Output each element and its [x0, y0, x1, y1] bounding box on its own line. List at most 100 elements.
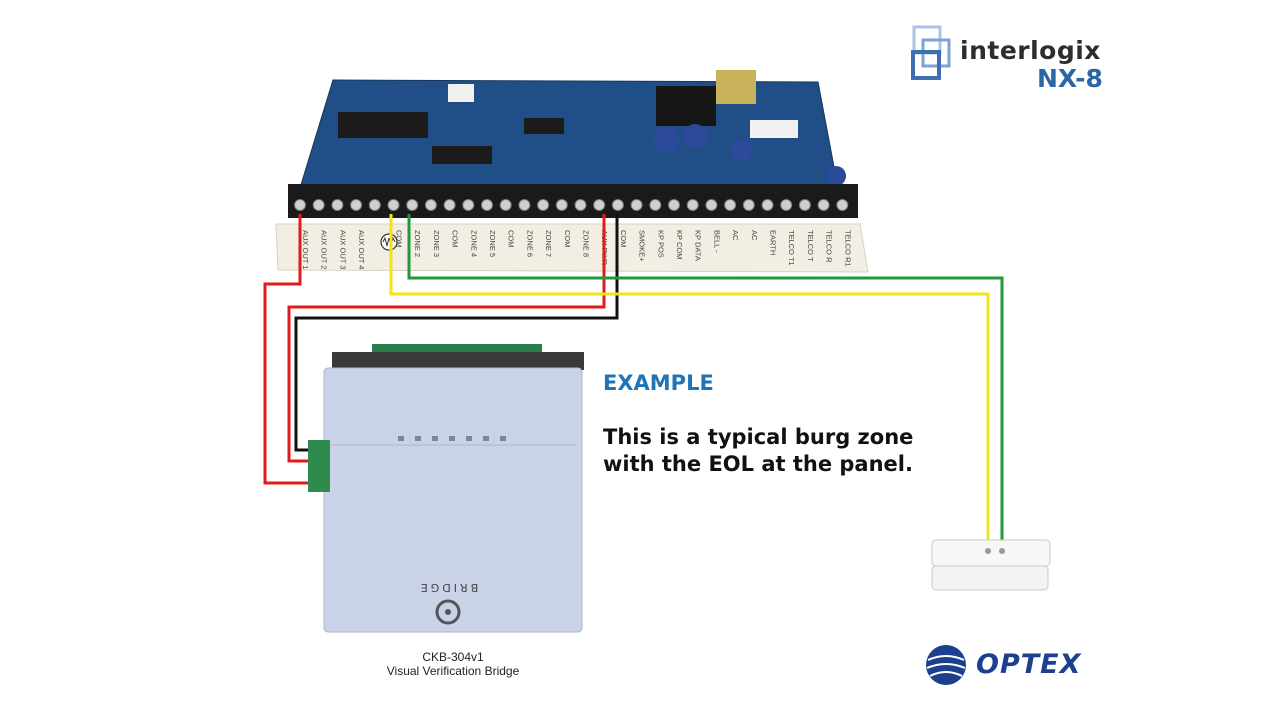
- example-heading: EXAMPLE: [603, 371, 714, 395]
- bridge-led: [415, 436, 421, 441]
- terminal-screw: [630, 199, 643, 211]
- panel-relay: [750, 120, 798, 138]
- panel-transformer: [716, 70, 756, 104]
- interlogix-brand-name: interlogix: [960, 36, 1101, 65]
- terminal-label: KP COM: [675, 230, 684, 259]
- terminal-label: TELCO R: [825, 230, 834, 263]
- optex-globe-icon: [926, 645, 966, 685]
- terminal-label: ZONE 2: [413, 230, 422, 257]
- example-description: This is a typical burg zone with the EOL…: [603, 424, 913, 478]
- bridge-logo-dot: [445, 609, 451, 615]
- terminal-screw: [443, 199, 456, 211]
- sensor-screw: [999, 548, 1005, 554]
- terminal-screw: [462, 199, 475, 211]
- terminal-screw: [499, 199, 512, 211]
- terminal-label: KP DATA: [694, 230, 703, 261]
- bridge-front-label: BRIDGE: [418, 581, 478, 594]
- terminal-label: AC: [731, 230, 740, 241]
- terminal-screw: [574, 199, 587, 211]
- terminal-screw: [312, 199, 325, 211]
- bridge-led: [483, 436, 489, 441]
- bridge-side-terminal: [308, 440, 330, 492]
- wires: [263, 214, 1004, 546]
- terminal-screw: [294, 199, 306, 211]
- wire-red-outer: [263, 214, 314, 485]
- example-line: with the EOL at the panel.: [603, 452, 913, 476]
- bridge-led: [500, 436, 506, 441]
- terminal-screw: [705, 199, 718, 211]
- terminal-label: COM: [563, 230, 572, 248]
- terminal-screw: [649, 199, 662, 211]
- panel-capacitor: [826, 166, 846, 186]
- terminal-screw: [780, 199, 793, 211]
- terminal-label: ZONE 8: [582, 230, 591, 257]
- optex-brand-name: OPTEX: [976, 649, 1082, 680]
- terminal-screws: [294, 199, 849, 211]
- eol-resistor-symbol: [380, 233, 398, 251]
- terminal-label: ZONE 3: [432, 230, 441, 257]
- terminal-screw: [798, 199, 811, 211]
- panel-capacitor: [654, 127, 680, 153]
- terminal-screw: [817, 199, 830, 211]
- terminal-strip: [288, 184, 858, 218]
- terminal-screw: [406, 199, 419, 211]
- terminal-screw: [686, 199, 699, 211]
- terminal-label: AUX OUT 2: [320, 230, 329, 269]
- bridge-body: [323, 367, 583, 633]
- terminal-screw: [668, 199, 680, 211]
- bridge-led: [432, 436, 438, 441]
- bridge-description: Visual Verification Bridge: [386, 664, 520, 678]
- bridge-model: CKB-304v1: [422, 650, 484, 664]
- terminal-label: EARTH: [769, 230, 778, 255]
- sensor-magnet: [931, 565, 1049, 591]
- terminal-label: AUX OUT 4: [357, 230, 366, 269]
- terminal-label: ZONE 7: [544, 230, 553, 257]
- terminal-screw: [611, 199, 624, 211]
- terminal-screw: [387, 199, 400, 211]
- terminal-label: ZONE 6: [525, 230, 534, 257]
- wire-black-inner: [294, 214, 619, 452]
- bridge-led: [398, 436, 404, 441]
- terminal-label: TELCO T: [806, 230, 815, 262]
- wire-green: [407, 214, 1004, 546]
- terminal-label: AUX OUT 1: [301, 230, 310, 269]
- interlogix-logo-icon: [911, 25, 951, 80]
- example-line: This is a typical burg zone: [603, 425, 914, 449]
- panel-chip: [338, 112, 428, 138]
- terminal-label: AUX OUT 3: [338, 230, 347, 269]
- terminal-screw: [350, 199, 363, 211]
- terminal-screw: [368, 199, 381, 211]
- bridge-led: [466, 436, 472, 441]
- panel-model-name: NX-8: [1037, 64, 1103, 93]
- bridge-led-row: [398, 436, 506, 441]
- terminal-label: SMOKE+: [638, 230, 647, 262]
- terminal-screw: [724, 199, 737, 211]
- panel-chip: [432, 146, 492, 164]
- bridge-device: BRIDGE: [308, 344, 584, 633]
- terminal-label: TELCO T1: [787, 230, 796, 266]
- terminal-label: KP POS: [656, 230, 665, 258]
- terminal-screw: [537, 199, 550, 211]
- wire-yellow: [389, 214, 990, 546]
- bridge-caption: CKB-304v1 Visual Verification Bridge: [368, 650, 538, 678]
- terminal-label: COM: [507, 230, 516, 248]
- terminal-label: BELL -: [712, 230, 721, 253]
- terminal-screw: [331, 199, 344, 211]
- bridge-top-base: [332, 352, 584, 370]
- terminal-screw: [742, 199, 755, 211]
- terminal-screw: [836, 199, 849, 211]
- panel-chip: [524, 118, 564, 134]
- panel-capacitor: [683, 124, 707, 148]
- terminal-label: ZONE 4: [469, 230, 478, 257]
- terminal-label: COM: [395, 230, 404, 248]
- terminal-screw: [555, 199, 568, 211]
- wire-red-inner: [287, 214, 606, 463]
- terminal-label: COM: [451, 230, 460, 248]
- sensor-switch: [931, 539, 1051, 567]
- panel-connector: [448, 84, 474, 102]
- sensor-screw: [985, 548, 991, 554]
- door-contact-sensor: [931, 539, 1051, 591]
- terminal-screw: [424, 199, 437, 211]
- terminal-screw: [761, 199, 774, 211]
